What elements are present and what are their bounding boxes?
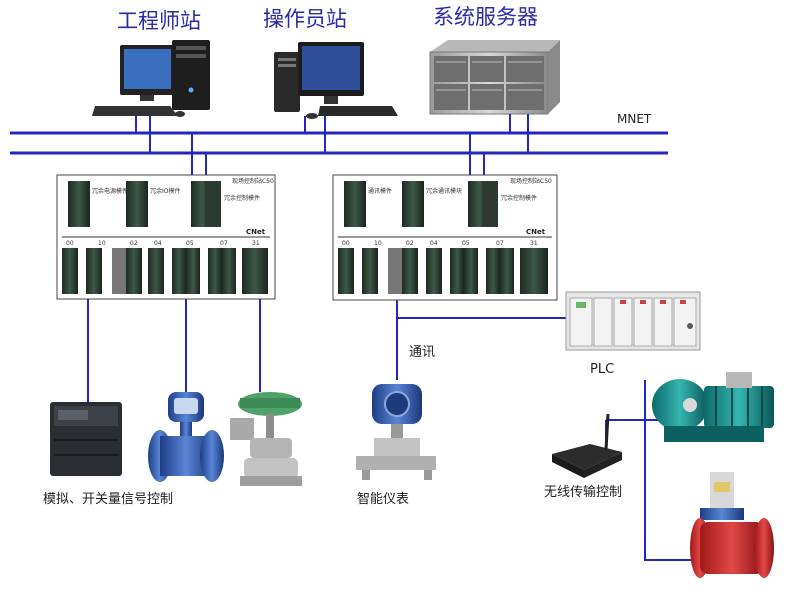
- engineer-pc-icon: [92, 40, 210, 117]
- smart-instrument-icon: [356, 384, 436, 480]
- slot-label: 07: [496, 240, 504, 247]
- analog-switch-label: 模拟、开关量信号控制: [43, 492, 173, 507]
- cabinet-right-module-a: 通讯模件: [368, 187, 392, 195]
- plc-label: PLC: [590, 362, 614, 377]
- inverter-icon: [50, 402, 122, 476]
- system-server-title: 系统服务器: [433, 5, 538, 29]
- cabinet-right-module-c: 冗余控制模件: [501, 194, 537, 202]
- slot-label: 10: [98, 240, 106, 247]
- operator-station-title: 操作员站: [263, 7, 347, 31]
- wireless-label: 无线传输控制: [544, 484, 622, 500]
- engineer-station-title: 工程师站: [117, 9, 201, 33]
- cabinet-bus-links: [191, 133, 485, 180]
- cabinet-left-module-b: 冗余IO模件: [150, 187, 181, 195]
- slot-label: 02: [406, 240, 414, 247]
- cabinet-left-title: 现场控制站C50: [232, 177, 274, 185]
- control-valve-icon: [230, 392, 302, 486]
- cabinet-left-module-a: 冗余电源模件: [92, 187, 128, 195]
- control-station-left: 现场控制站C50 冗余电源模件 冗余IO模件 冗余控制模件 CNet 00 10…: [56, 174, 276, 300]
- cabinet-left-cnet-label: CNet: [246, 228, 266, 236]
- system-server-icon: [429, 40, 560, 115]
- slot-label: 04: [154, 240, 162, 247]
- comm-label: 通讯: [409, 345, 435, 360]
- slot-label: 05: [462, 240, 470, 247]
- pump-icon: [652, 372, 774, 442]
- cabinet-right-module-b: 冗余通讯模块: [426, 187, 462, 195]
- control-station-right: 现场控制站C50 通讯模件 冗余通讯模块 冗余控制模件 CNet 00 10 0…: [332, 174, 558, 301]
- cabinet-right-cnet-label: CNet: [526, 228, 546, 236]
- slot-label: 31: [252, 240, 260, 247]
- station-bus-links: [135, 114, 529, 153]
- slot-label: 31: [530, 240, 538, 247]
- slot-label: 00: [66, 240, 74, 247]
- slot-label: 04: [430, 240, 438, 247]
- slot-label: 00: [342, 240, 350, 247]
- cabinet-right-title: 现场控制站C50: [510, 177, 552, 185]
- slot-label: 10: [374, 240, 382, 247]
- operator-pc-icon: [274, 42, 398, 119]
- field-links: [87, 299, 700, 561]
- mnet-label: MNET: [617, 112, 652, 126]
- red-valve-icon: [690, 472, 774, 578]
- flowmeter-icon: [148, 392, 224, 482]
- smart-instrument-label: 智能仪表: [357, 492, 409, 507]
- slot-label: 05: [186, 240, 194, 247]
- plc-icon: [565, 291, 701, 351]
- slot-label: 07: [220, 240, 228, 247]
- wireless-transmitter-icon: [552, 413, 622, 478]
- cabinet-left-module-c: 冗余控制模件: [224, 194, 260, 202]
- slot-label: 02: [130, 240, 138, 247]
